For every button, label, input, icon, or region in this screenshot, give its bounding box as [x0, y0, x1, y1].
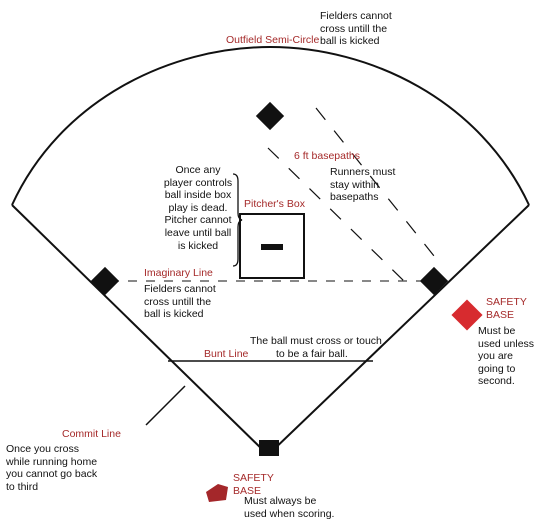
pitchers-plate	[261, 244, 283, 250]
basepaths-note: Runners must stay within basepaths	[330, 166, 396, 204]
safety-base-first-label: SAFETY BASE	[486, 296, 527, 321]
pitchers-box	[239, 213, 305, 279]
safety-first-note: Must be used unless you are going to sec…	[478, 325, 535, 388]
box-note: Once any player controls ball inside box…	[163, 164, 233, 252]
safety-base-first-marker	[451, 299, 483, 331]
imaginary-note: Fielders cannot cross untill the ball is…	[144, 283, 216, 321]
foul-line-third	[11, 204, 269, 456]
commit-note: Once you cross while running home you ca…	[6, 443, 98, 493]
basepaths-label: 6 ft basepaths	[294, 150, 360, 162]
safety-base-home-marker	[206, 484, 228, 502]
home-plate	[259, 440, 279, 456]
foul-line-first	[267, 204, 530, 456]
commit-line	[145, 385, 186, 426]
box-note-brace	[232, 173, 243, 267]
safety-base-home-label: SAFETY BASE	[233, 472, 274, 497]
safety-home-note: Must always be used when scoring.	[244, 495, 335, 520]
basepath-dash-inner	[267, 147, 406, 283]
second-base	[255, 101, 285, 131]
bunt-line-label: Bunt Line	[204, 348, 249, 360]
imaginary-line-label: Imaginary Line	[144, 267, 213, 279]
commit-line-label: Commit Line	[62, 428, 121, 440]
pitchers-box-label: Pitcher's Box	[244, 198, 305, 210]
bunt-note: The ball must cross or touch to be a fai…	[250, 335, 382, 360]
basepath-dash-outer	[315, 107, 443, 267]
outfield-note: Fielders cannot cross untill the ball is…	[320, 10, 392, 48]
outfield-label: Outfield Semi-Circle	[226, 34, 320, 46]
outfield-arc	[11, 45, 530, 206]
